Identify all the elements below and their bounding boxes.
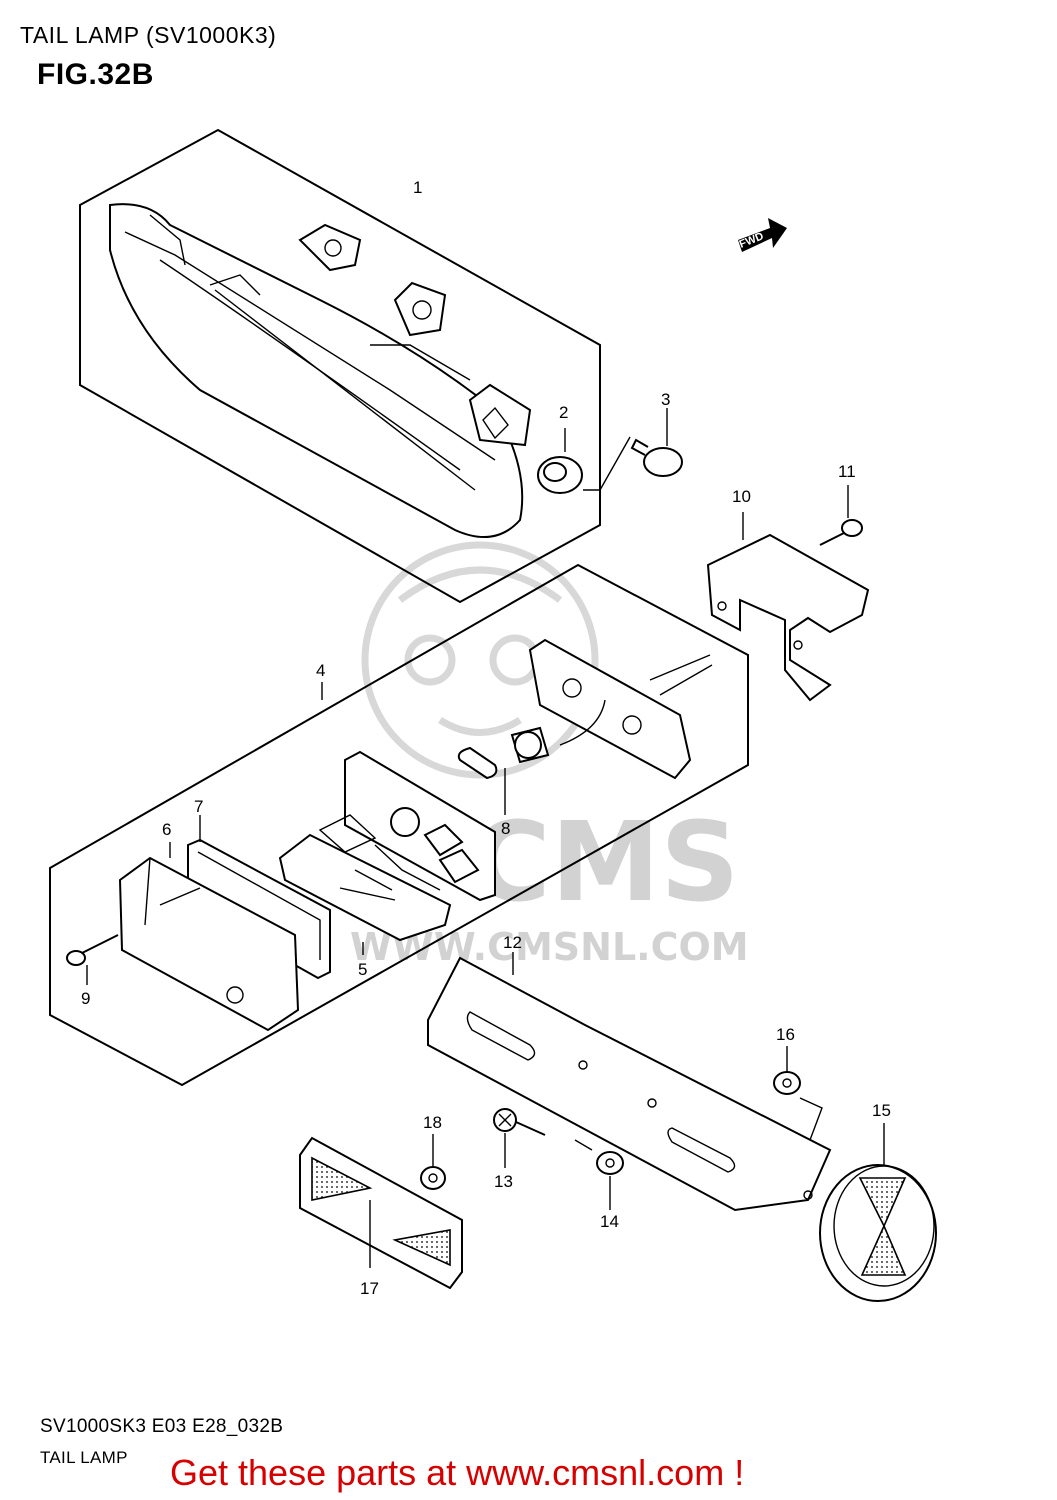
watermark-mascot-head (361, 541, 599, 779)
callout-labels: 1 2 3 4 5 6 7 8 9 10 11 12 13 14 15 16 1… (81, 178, 891, 1298)
callout-1: 1 (413, 178, 422, 197)
part-16-nut (773, 1046, 823, 1141)
callout-2: 2 (559, 403, 568, 422)
forward-direction-marker: FWD (738, 218, 787, 252)
callout-9: 9 (81, 989, 90, 1008)
part-18-nut (420, 1134, 446, 1190)
callout-18: 18 (423, 1113, 442, 1132)
part-15-round-reflector (819, 1123, 937, 1302)
diagram-caption: TAIL LAMP (40, 1448, 128, 1467)
callout-5: 5 (358, 960, 367, 979)
callout-17: 17 (360, 1279, 379, 1298)
callout-14: 14 (600, 1212, 619, 1231)
callout-12: 12 (503, 933, 522, 952)
callout-8: 8 (501, 819, 510, 838)
part-14-nut (574, 1139, 624, 1210)
part-10-bracket (706, 512, 870, 702)
part-2-grommet (537, 428, 583, 494)
callout-7: 7 (194, 797, 203, 816)
part-12-license-bracket (427, 952, 832, 1212)
callout-6: 6 (162, 820, 171, 839)
callout-4: 4 (316, 661, 325, 680)
part-11-screw (819, 485, 863, 546)
cta-link[interactable]: Get these parts at www.cmsnl.com ! (170, 1452, 745, 1493)
part-1-tail-lamp-assembly (79, 128, 601, 604)
callout-15: 15 (872, 1101, 891, 1120)
figure-number: FIG.32B (37, 58, 154, 91)
watermark-logo-text: CMS (470, 798, 739, 926)
page-header-title: TAIL LAMP (SV1000K3) (20, 22, 277, 48)
callout-11: 11 (838, 462, 856, 481)
callout-16: 16 (776, 1025, 795, 1044)
part-3-bolt (583, 408, 683, 491)
part-4-license-lamp-assembly (49, 563, 749, 1087)
part-13-screw (493, 1108, 546, 1168)
diagram-code: SV1000SK3 E03 E28_032B (40, 1416, 284, 1437)
part-17-rect-reflector (299, 1136, 463, 1290)
callout-3: 3 (661, 390, 670, 409)
callout-10: 10 (732, 487, 751, 506)
callout-13: 13 (494, 1172, 513, 1191)
watermark: CMS WWW.CMSNL.COM (350, 541, 749, 969)
svg-text:FWD: FWD (738, 230, 766, 251)
